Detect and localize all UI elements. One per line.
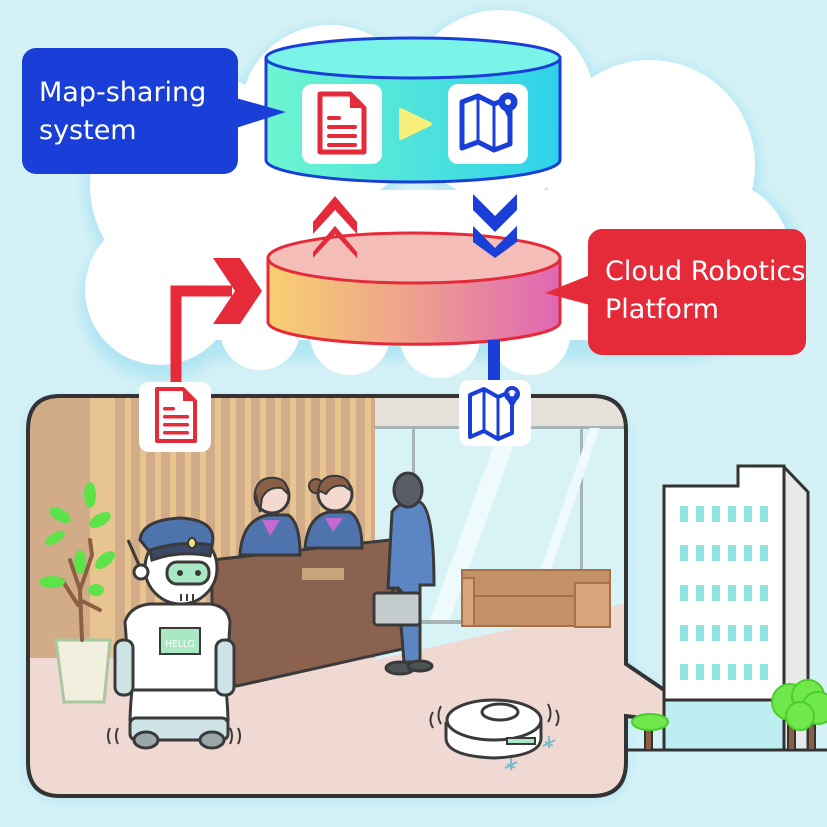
businessman (372, 471, 436, 676)
play-arrow-icon (399, 108, 432, 140)
map-card-line (459, 380, 531, 446)
sofa (461, 569, 611, 628)
document-card-line (139, 382, 211, 452)
cloud-robotics-cylinder (266, 231, 562, 346)
trees (631, 679, 827, 751)
map-sharing-label: Map-sharing system (39, 77, 207, 146)
platform-callout-tail (545, 275, 590, 305)
office-building (628, 464, 827, 752)
room-scene: HELLO (26, 394, 723, 800)
map-card-top (448, 84, 528, 164)
cleaning-robot (429, 698, 560, 770)
guide-robot (107, 516, 241, 750)
map-sharing-callout: Map-sharing system (22, 48, 238, 174)
cloud-platform-callout: Cloud Robotics Platform (588, 229, 806, 355)
potted-plant (39, 482, 115, 704)
map-pin-icon (468, 386, 520, 441)
document-icon (155, 387, 197, 443)
receptionist-2 (303, 474, 364, 550)
map-callout-tail (236, 98, 286, 128)
document-card-top (302, 84, 382, 164)
receptionist-1 (238, 476, 302, 557)
robot-badge-text: HELLO (165, 639, 194, 650)
cloud-platform-label: Cloud Robotics Platform (605, 256, 806, 325)
map-pin-icon (459, 92, 518, 153)
document-icon (317, 91, 367, 155)
